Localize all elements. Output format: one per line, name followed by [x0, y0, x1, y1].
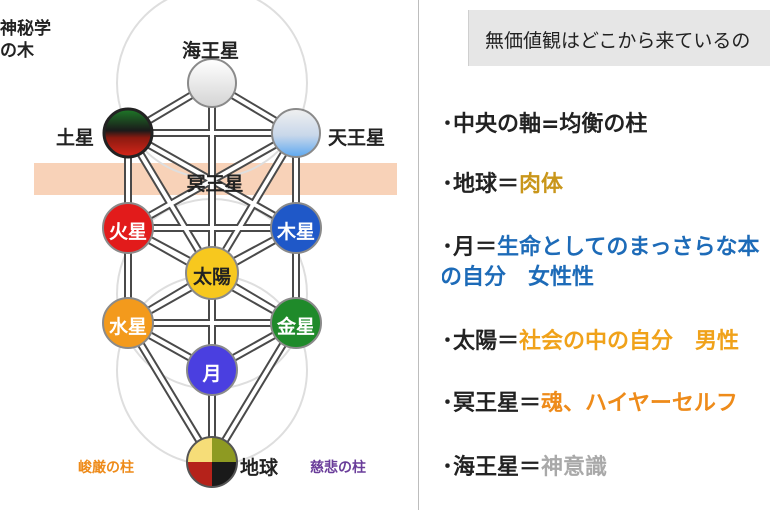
list-item-earth-value: 肉体 — [519, 172, 564, 197]
tree-of-life-diagram — [102, 0, 322, 488]
list-item-earth-key: ･地球＝ — [442, 172, 520, 197]
label-uranus: 天王星 — [328, 127, 386, 149]
corner-title-line2: の木 — [0, 41, 34, 61]
node-mars — [102, 202, 154, 254]
list-item-earth: ･地球＝肉体 — [442, 166, 563, 198]
pillar-mercy: 慈悲の柱 — [310, 460, 366, 476]
list-item-axis: ･中央の軸=均衡の柱 — [442, 106, 647, 138]
label-venus: 金星 — [276, 316, 315, 338]
label-earth: 地球 — [240, 457, 279, 479]
node-sun — [185, 246, 239, 300]
header-text: 無価値観はどこから来ているの — [485, 30, 751, 52]
pillar-severity: 峻厳の柱 — [78, 460, 134, 476]
node-mercury — [102, 297, 154, 349]
list-item-pluto-key: ･冥王星＝ — [442, 391, 542, 416]
band-label-pluto: 冥王星 — [186, 173, 244, 195]
list-item-sun: ･太陽＝社会の中の自分 男性 — [442, 323, 739, 355]
list-item-moon-value: 生命としてのまっさらな本 — [497, 235, 760, 260]
label-sun: 太陽 — [192, 266, 231, 288]
node-venus — [270, 297, 322, 349]
list-item-axis-text: ･中央の軸=均衡の柱 — [442, 112, 648, 137]
label-mars: 火星 — [108, 221, 147, 243]
correspondence-list: ･中央の軸=均衡の柱 ･地球＝肉体 ･月＝生命としてのまっさらな本 の自分 女性… — [442, 0, 770, 510]
list-item-pluto-value: 魂、ハイヤーセルフ — [541, 391, 738, 416]
node-earth — [186, 436, 238, 488]
corner-title: 神秘学 の木 — [0, 18, 51, 62]
list-item-neptune-key: ･海王星＝ — [442, 455, 542, 480]
node-neptune — [187, 58, 237, 108]
list-item-moon-key: ･月＝ — [442, 235, 498, 260]
list-item-neptune-value: 神意識 — [541, 455, 608, 480]
label-jupiter: 木星 — [276, 221, 315, 243]
list-item-sun-value: 社会の中の自分 男性 — [519, 329, 740, 354]
list-item-moon-continuation: の自分 女性性 — [442, 265, 595, 290]
list-item-neptune: ･海王星＝神意識 — [442, 449, 607, 481]
list-item-sun-key: ･太陽＝ — [442, 329, 520, 354]
node-jupiter — [270, 202, 322, 254]
panel-divider — [418, 0, 419, 510]
label-mercury: 水星 — [108, 316, 147, 338]
corner-title-line1: 神秘学 — [0, 19, 51, 39]
label-saturn: 土星 — [56, 127, 95, 149]
node-uranus — [271, 108, 321, 158]
header-box: 無価値観はどこから来ているの — [468, 10, 770, 66]
label-moon: 月 — [202, 363, 222, 385]
label-neptune: 海王星 — [182, 40, 240, 62]
list-item-pluto: ･冥王星＝魂、ハイヤーセルフ — [442, 385, 738, 417]
node-moon — [186, 344, 238, 396]
list-item-moon: ･月＝生命としてのまっさらな本 — [442, 229, 759, 261]
sephiroth — [102, 58, 322, 396]
node-saturn — [102, 107, 154, 159]
